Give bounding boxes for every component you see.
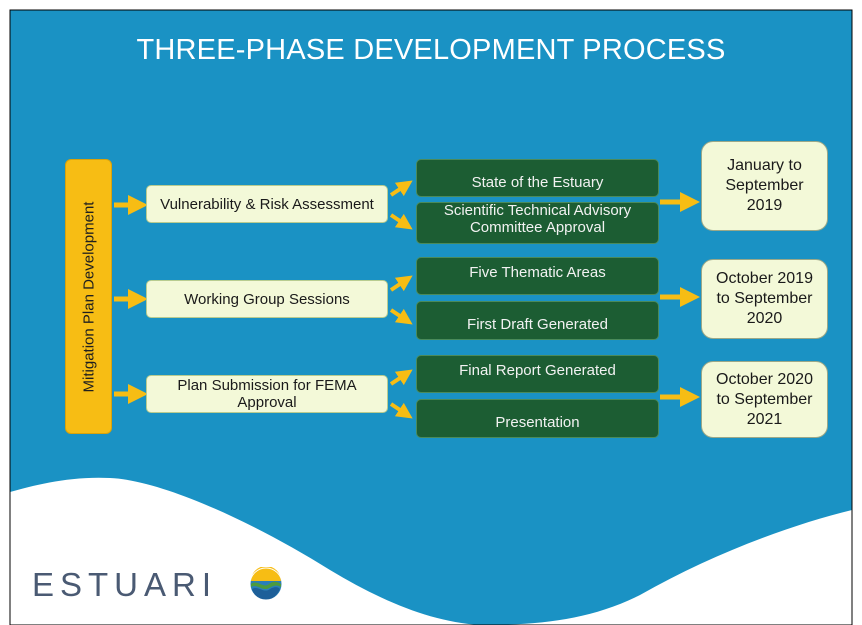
arrow-phase-1-down <box>389 213 413 230</box>
logo-wordmark: ESTUARI <box>32 566 218 603</box>
arrow-phase-3-up <box>389 369 413 386</box>
task-box-1b: Scientific Technical Advisory Committee … <box>416 202 659 244</box>
task-box-2b: First Draft Generated <box>416 301 659 340</box>
task-label: Final Report Generated <box>459 361 616 379</box>
arrow-phase-2-down <box>389 308 413 325</box>
arrow-phase-1-up <box>389 180 413 197</box>
timeframe-box-1: January to September 2019 <box>701 141 828 231</box>
timeframe-box-3: October 2020 to September 2021 <box>701 361 828 438</box>
phase-box-1: Vulnerability & Risk Assessment <box>146 185 388 223</box>
task-box-3a: Final Report Generated <box>416 355 659 393</box>
task-label: First Draft Generated <box>467 316 608 333</box>
task-label: State of the Estuary <box>471 173 604 191</box>
task-box-1a: State of the Estuary <box>416 159 659 197</box>
task-box-2a: Five Thematic Areas <box>416 257 659 295</box>
task-box-3b: Presentation <box>416 399 659 438</box>
estuary-logo-icon <box>249 567 283 601</box>
task-label: Scientific Technical Advisory Committee … <box>443 202 632 236</box>
arrow-phase-3-down <box>389 402 413 419</box>
arrow-phase-2-up <box>389 275 413 292</box>
timeframe-box-2: October 2019 to September 2020 <box>701 259 828 339</box>
task-label: Presentation <box>495 414 580 431</box>
task-label: Five Thematic Areas <box>469 263 606 281</box>
slide-title: THREE-PHASE DEVELOPMENT PROCESS <box>136 34 726 66</box>
phase-box-3: Plan Submission for FEMA Approval <box>146 375 388 413</box>
phase-box-2: Working Group Sessions <box>146 280 388 318</box>
side-label-bar: Mitigation Plan Development <box>65 159 112 434</box>
